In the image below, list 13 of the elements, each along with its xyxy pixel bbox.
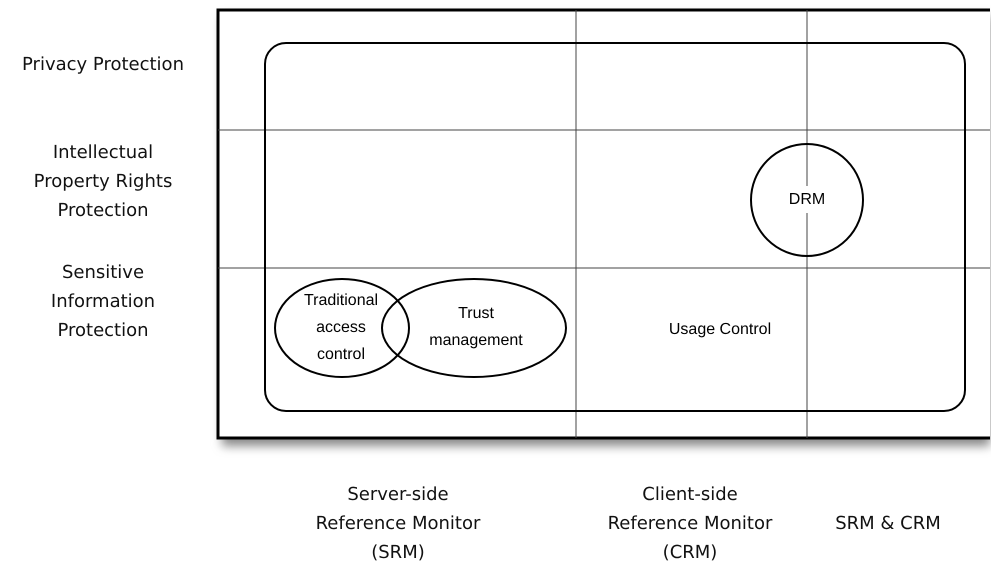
rounded-region xyxy=(264,42,966,412)
circle xyxy=(750,143,864,257)
ellipse xyxy=(381,278,567,378)
ellipse xyxy=(274,278,410,378)
column-label: Server-side Reference Monitor (SRM) xyxy=(314,483,482,565)
row-label: Sensitive Information Protection xyxy=(50,261,156,343)
node-label: Usage Control xyxy=(668,320,772,340)
node-label: Traditional access control xyxy=(302,291,380,365)
column-label: SRM & CRM xyxy=(834,512,942,536)
node-label: Trust management xyxy=(428,304,524,351)
row-label: Intellectual Property Rights Protection xyxy=(32,141,174,223)
column-label: Client-side Reference Monitor (CRM) xyxy=(606,483,774,565)
row-label: Privacy Protection xyxy=(21,53,185,77)
